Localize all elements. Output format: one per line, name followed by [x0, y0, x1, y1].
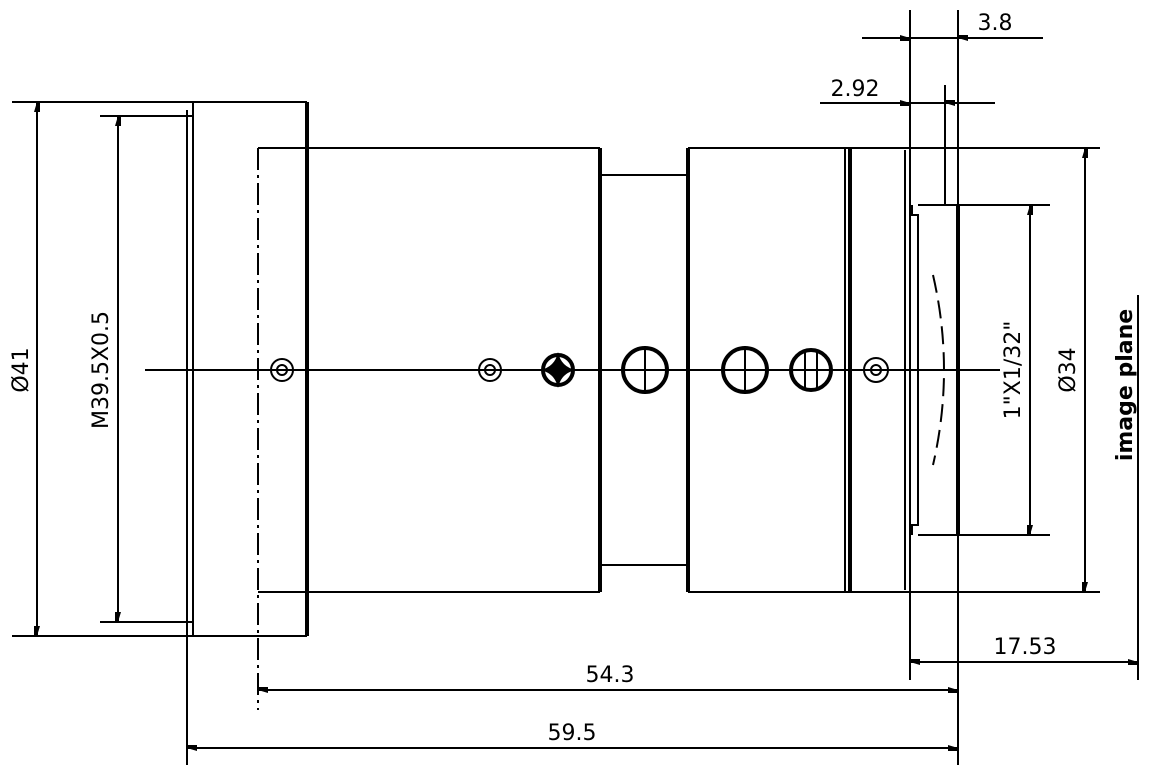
- dim-thread: M39.5X0.5: [89, 311, 114, 429]
- dim-54-3: 54.3: [586, 663, 635, 688]
- dim-3-8: 3.8: [978, 11, 1013, 36]
- image-plane-label: image plane: [1113, 309, 1138, 461]
- dim-rear-diameter: Ø34: [1056, 347, 1081, 392]
- dimension-lines: [37, 10, 1139, 765]
- axis-symbols: [270, 346, 889, 394]
- dim-sensor-thread: 1"X1/32": [1001, 321, 1026, 420]
- dim-outer-diameter: Ø41: [9, 347, 34, 392]
- lens-body: [257, 147, 1100, 710]
- image-curve: [932, 274, 945, 466]
- dim-59-5: 59.5: [548, 721, 597, 746]
- front-flange: [12, 101, 309, 765]
- dim-17-53: 17.53: [994, 635, 1057, 660]
- dim-2-92: 2.92: [831, 77, 880, 102]
